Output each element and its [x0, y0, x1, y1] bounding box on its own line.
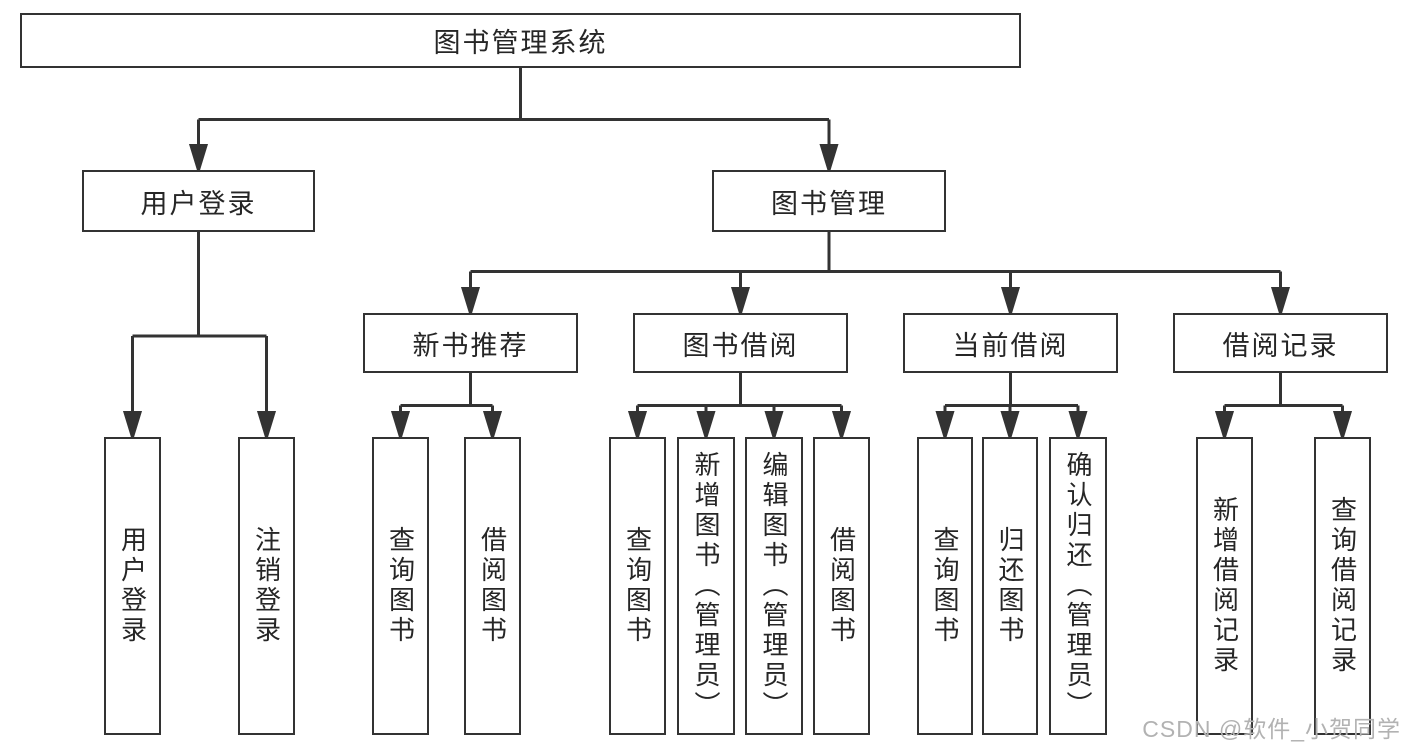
leaf-cb-query-book-label: 查询图书 [930, 526, 960, 646]
leaf-bb-edit-book-label: 编辑图书（管理员） [759, 451, 789, 721]
node-book-mgmt-label: 图书管理 [771, 188, 887, 219]
node-root: 图书管理系统 [20, 13, 1021, 68]
arrow-down-icon [627, 411, 648, 443]
leaf-rec-query-book: 查询图书 [372, 437, 429, 735]
arrow-down-icon [730, 287, 751, 319]
leaf-user-login-label: 用户登录 [117, 526, 148, 646]
arrow-down-icon [831, 411, 852, 443]
connector-new-book-rec-to-leaves [390, 373, 503, 443]
node-new-book-rec-label: 新书推荐 [412, 330, 529, 361]
arrow-down-icon [1270, 287, 1291, 319]
leaf-br-add-record: 新增借阅记录 [1196, 437, 1253, 735]
node-current-borrow: 当前借阅 [903, 313, 1118, 373]
arrow-down-icon [1000, 411, 1020, 443]
node-book-borrow: 图书借阅 [633, 313, 848, 373]
node-current-borrow-label: 当前借阅 [952, 330, 1069, 361]
arrow-down-icon [696, 411, 716, 443]
leaf-cb-confirm-return-label: 确认归还（管理员） [1063, 451, 1093, 721]
arrow-down-icon [819, 144, 839, 176]
watermark: CSDN @软件_小贺同学 [1142, 716, 1401, 742]
node-book-mgmt: 图书管理 [712, 170, 946, 232]
arrow-down-icon [935, 411, 955, 443]
leaf-rec-borrow-book-label: 借阅图书 [477, 526, 508, 646]
leaf-cb-query-book: 查询图书 [917, 437, 973, 735]
arrow-down-icon [1214, 411, 1235, 443]
connector-borrow-records-to-leaves [1214, 373, 1353, 443]
node-new-book-rec: 新书推荐 [363, 313, 578, 373]
leaf-bb-add-book-label: 新增图书（管理员） [691, 451, 721, 721]
leaf-rec-query-book-label: 查询图书 [385, 526, 416, 646]
connector-book-mgmt-to-level3 [460, 232, 1291, 319]
arrow-down-icon [460, 287, 481, 319]
node-book-borrow-label: 图书借阅 [682, 330, 799, 361]
arrow-down-icon [482, 411, 503, 443]
arrow-down-icon [1068, 411, 1088, 443]
connector-user-login-to-leaves [122, 232, 277, 443]
leaf-bb-query-book: 查询图书 [609, 437, 666, 735]
leaf-bb-query-book-label: 查询图书 [622, 526, 653, 646]
leaf-cb-confirm-return: 确认归还（管理员） [1049, 437, 1107, 735]
arrow-down-icon [764, 411, 784, 443]
leaf-logout: 注销登录 [238, 437, 295, 735]
arrow-down-icon [390, 411, 411, 443]
node-user-login: 用户登录 [82, 170, 315, 232]
node-root-label: 图书管理系统 [433, 28, 608, 58]
leaf-bb-borrow-book-label: 借阅图书 [826, 526, 857, 646]
leaf-br-add-record-label: 新增借阅记录 [1209, 496, 1240, 676]
leaf-bb-add-book: 新增图书（管理员） [677, 437, 735, 735]
leaf-user-login: 用户登录 [104, 437, 161, 735]
leaf-bb-borrow-book: 借阅图书 [813, 437, 870, 735]
leaf-bb-edit-book: 编辑图书（管理员） [745, 437, 803, 735]
leaf-cb-return-book: 归还图书 [982, 437, 1038, 735]
node-borrow-records-label: 借阅记录 [1222, 330, 1339, 361]
connector-root-to-level2 [188, 68, 839, 176]
arrow-down-icon [122, 411, 143, 443]
node-borrow-records: 借阅记录 [1173, 313, 1388, 373]
arrow-down-icon [256, 411, 277, 443]
leaf-logout-label: 注销登录 [251, 526, 282, 646]
leaf-rec-borrow-book: 借阅图书 [464, 437, 521, 735]
arrow-down-icon [1000, 287, 1021, 319]
node-user-login-label: 用户登录 [140, 188, 257, 219]
leaf-cb-return-book-label: 归还图书 [995, 526, 1025, 646]
arrow-down-icon [188, 144, 209, 176]
arrow-down-icon [1332, 411, 1353, 443]
connector-current-borrow-to-leaves [935, 373, 1088, 443]
connector-book-borrow-to-leaves [627, 373, 852, 443]
leaf-br-query-record: 查询借阅记录 [1314, 437, 1371, 735]
leaf-br-query-record-label: 查询借阅记录 [1327, 496, 1358, 676]
